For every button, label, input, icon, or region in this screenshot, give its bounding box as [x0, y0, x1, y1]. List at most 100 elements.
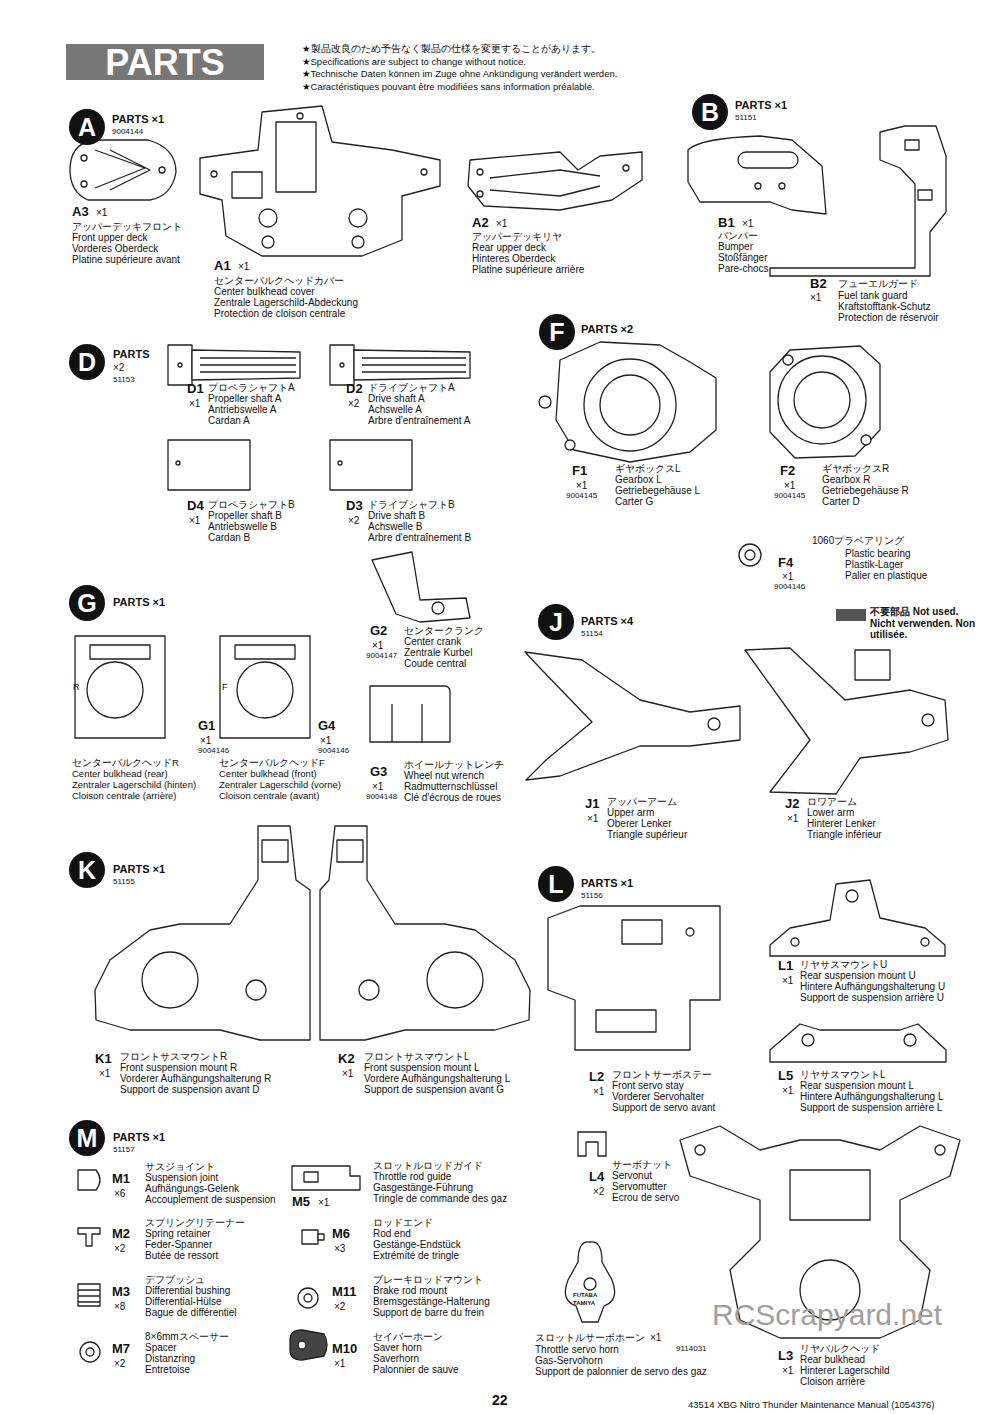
part-label: ×1	[372, 781, 383, 792]
part-label: 9004146	[198, 747, 229, 756]
part-label: PARTS	[113, 348, 149, 360]
part-label: Zentraler Lagerschild (vorne)	[219, 780, 341, 790]
part-label: ×1	[189, 515, 200, 526]
part-label: Platine supérieure arrière	[472, 264, 584, 275]
part-label: ロワアーム	[807, 796, 857, 807]
part-label: Triangle supérieur	[607, 829, 687, 840]
part-label: Propeller shaft A	[208, 393, 281, 404]
part-label: Brake rod mount	[373, 1285, 447, 1296]
group-letter: G	[77, 589, 96, 618]
group-letter: F	[549, 318, 564, 347]
part-label: プロペラシャフトA	[208, 382, 295, 393]
part-label: Palonnier de sauve	[373, 1364, 459, 1375]
part-label: ×2	[114, 1243, 125, 1254]
part-label: ×1	[782, 975, 793, 986]
part-label: 9004145	[774, 492, 805, 501]
part-label: Radmutternschlüssel	[404, 781, 497, 792]
part-label: FUTABA	[573, 1292, 597, 1299]
part-label: PARTS ×2	[581, 323, 633, 335]
part-label: Achswelle A	[368, 404, 422, 415]
part-label: Servomutter	[612, 1181, 666, 1192]
group-letter: L	[548, 870, 563, 899]
part-label: Rear suspension mount U	[800, 970, 916, 981]
part-label: Support de suspension avant D	[120, 1084, 260, 1095]
part-number: A1	[214, 259, 231, 273]
part-label: Palier en plastique	[845, 570, 927, 581]
part-label: フロントサスマウントR	[120, 1051, 227, 1062]
part-number: J1	[585, 797, 599, 811]
part-number: L4	[589, 1170, 604, 1184]
part-label: Upper arm	[607, 807, 654, 818]
part-label: Drive shaft A	[368, 393, 425, 404]
part-group-badge: B	[692, 94, 728, 130]
part-label: Front upper deck	[72, 232, 148, 243]
part-label: Carter G	[615, 496, 653, 507]
part-label: ×1	[96, 207, 107, 218]
part-label: Center bulkhead (front)	[219, 769, 317, 779]
part-label: ×1	[810, 292, 821, 303]
part-label: Rod end	[373, 1228, 411, 1239]
part-label: Cardan A	[208, 415, 250, 426]
part-label: バンパー	[718, 230, 758, 241]
part-label: ×1	[99, 1068, 110, 1079]
part-label: Tringle de commande des gaz	[373, 1193, 507, 1204]
part-label: ×2	[593, 1186, 604, 1197]
part-label: Wheel nut wrench	[404, 770, 484, 781]
part-label: ×1	[782, 1365, 793, 1376]
part-group-badge: J	[538, 604, 574, 640]
part-label: Antriebswelle B	[208, 521, 277, 532]
part-label: Hintere Aufhängungshalterung L	[800, 1091, 943, 1102]
part-label: Zentrale Lagerschild-Abdeckung	[214, 297, 358, 308]
part-label: ドライブシャフトA	[368, 382, 455, 393]
part-number: M3	[112, 1285, 130, 1299]
part-label: 9004145	[566, 492, 597, 501]
part-label: ×1	[593, 1086, 604, 1097]
part-label: Gearbox L	[615, 474, 662, 485]
part-label: 51157	[113, 1146, 135, 1155]
part-label: ×1	[238, 261, 249, 272]
part-label: Support de barre du frein	[373, 1307, 484, 1318]
part-label: ×1	[587, 813, 598, 824]
part-label: Arbre d'entraînement B	[368, 532, 471, 543]
part-label: Support de suspension avant G	[364, 1084, 504, 1095]
part-label: センターバルクヘッドカバー	[214, 275, 344, 286]
part-label: 8×6mmスペーサー	[145, 1331, 229, 1342]
part-number: M10	[332, 1342, 357, 1356]
part-group-badge: F	[539, 314, 575, 350]
part-label: Gearbox R	[822, 474, 870, 485]
part-label: Throttle rod guide	[373, 1171, 451, 1182]
part-label: ×2	[113, 362, 124, 373]
part-group-badge: K	[69, 852, 105, 888]
part-number: L2	[589, 1070, 604, 1084]
part-label: Arbre d'entraînement A	[368, 415, 471, 426]
part-label: Hinteres Oberdeck	[472, 253, 555, 264]
group-letter: K	[78, 856, 96, 885]
part-label: ×1	[372, 640, 383, 651]
part-label: ×2	[334, 1301, 345, 1312]
part-label: センターバルクヘッドR	[72, 758, 179, 768]
part-label: Antriebswelle A	[208, 404, 276, 415]
part-label: フロントサスマウントL	[364, 1051, 470, 1062]
part-label: Clé d'écrous de roues	[404, 792, 501, 803]
part-label: ×3	[334, 1243, 345, 1254]
part-label: Ecrou de servo	[612, 1192, 679, 1203]
part-label: Rear suspension mount L	[800, 1080, 914, 1091]
part-label: スロットルロッドガイド	[373, 1160, 483, 1171]
part-label: PARTS ×1	[735, 99, 787, 111]
part-label: ★Technische Daten können im Zuge ohne An…	[302, 69, 617, 79]
part-label: Center bulkhead (rear)	[72, 769, 168, 779]
part-label: センターバルクヘッドF	[219, 758, 325, 768]
part-label: ×6	[114, 1188, 125, 1199]
part-label: ×1	[576, 480, 587, 491]
part-label: ×2	[348, 398, 359, 409]
part-label: RCScrapyard.net	[712, 1298, 942, 1331]
legend-swatch	[836, 609, 866, 621]
part-label: Lower arm	[807, 807, 854, 818]
part-label: 9004144	[112, 128, 143, 137]
part-label: リヤサスマウントL	[800, 1069, 886, 1080]
part-label: ギヤボックスL	[615, 463, 681, 474]
part-label: Gasgestänge-Führung	[373, 1182, 473, 1193]
part-label: Accouplement de suspension	[145, 1194, 276, 1205]
part-label: ×1	[782, 1085, 793, 1096]
